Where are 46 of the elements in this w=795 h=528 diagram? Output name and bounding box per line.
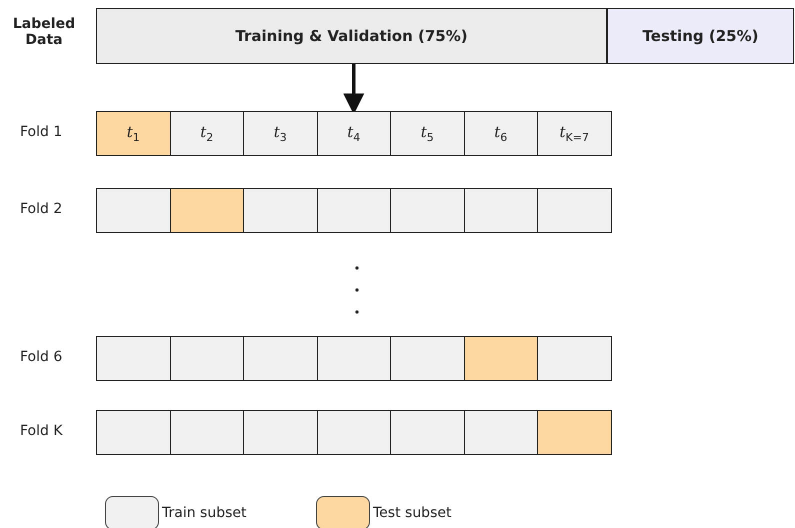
train-fold-cell <box>316 336 391 381</box>
train-fold-cell <box>96 188 170 233</box>
test-fold-cell <box>464 336 538 381</box>
legend-label: Test subset <box>373 505 452 521</box>
subset-label: t$_{5}$ <box>420 123 434 144</box>
subset-label: t$_{6}$ <box>494 123 508 144</box>
train-fold-cell <box>243 111 318 156</box>
train-fold-cell <box>464 188 538 233</box>
train-fold-cell <box>537 188 612 233</box>
train-fold-cell <box>316 111 391 156</box>
bar-label: Training & Validation (75%) <box>235 27 468 45</box>
train-fold-cell <box>170 336 244 381</box>
train-fold-cell <box>390 410 464 455</box>
train-fold-cell <box>316 410 391 455</box>
fold-label: Fold 6 <box>20 349 62 365</box>
subset-label: t$_{2}$ <box>200 123 214 144</box>
train-fold-cell <box>96 410 170 455</box>
train-fold-cell <box>464 111 538 156</box>
fold-label: Fold 1 <box>20 124 62 140</box>
row-heading: Labeled Data <box>12 16 76 48</box>
test-fold-cell <box>96 111 170 156</box>
train-fold-cell <box>243 336 318 381</box>
bar-label: Testing (25%) <box>642 27 758 45</box>
train-fold-cell <box>170 410 244 455</box>
test-fold-cell <box>537 410 612 455</box>
subset-label: t$_{1}$ <box>126 123 140 144</box>
train-fold-cell <box>96 336 170 381</box>
train-fold-cell <box>537 111 612 156</box>
legend-label: Train subset <box>162 505 246 521</box>
train-fold-cell <box>390 111 464 156</box>
train-fold-cell <box>170 111 244 156</box>
train-fold-cell <box>243 188 318 233</box>
train-fold-cell <box>390 188 464 233</box>
train-fold-cell <box>464 410 538 455</box>
train-fold-cell <box>390 336 464 381</box>
train-fold-cell <box>316 188 391 233</box>
train-fold-cell <box>243 410 318 455</box>
train-fold-cell <box>537 336 612 381</box>
data-split-bar <box>607 8 794 64</box>
subset-label: t$_{3}$ <box>274 123 287 144</box>
test-fold-cell <box>170 188 244 233</box>
fold-label: Fold 2 <box>20 201 62 217</box>
subset-label: t$_{4}$ <box>347 123 360 144</box>
data-split-bar <box>96 8 607 64</box>
subset-label: t$_{K=7}$ <box>560 123 589 144</box>
fold-label: Fold K <box>20 423 63 439</box>
